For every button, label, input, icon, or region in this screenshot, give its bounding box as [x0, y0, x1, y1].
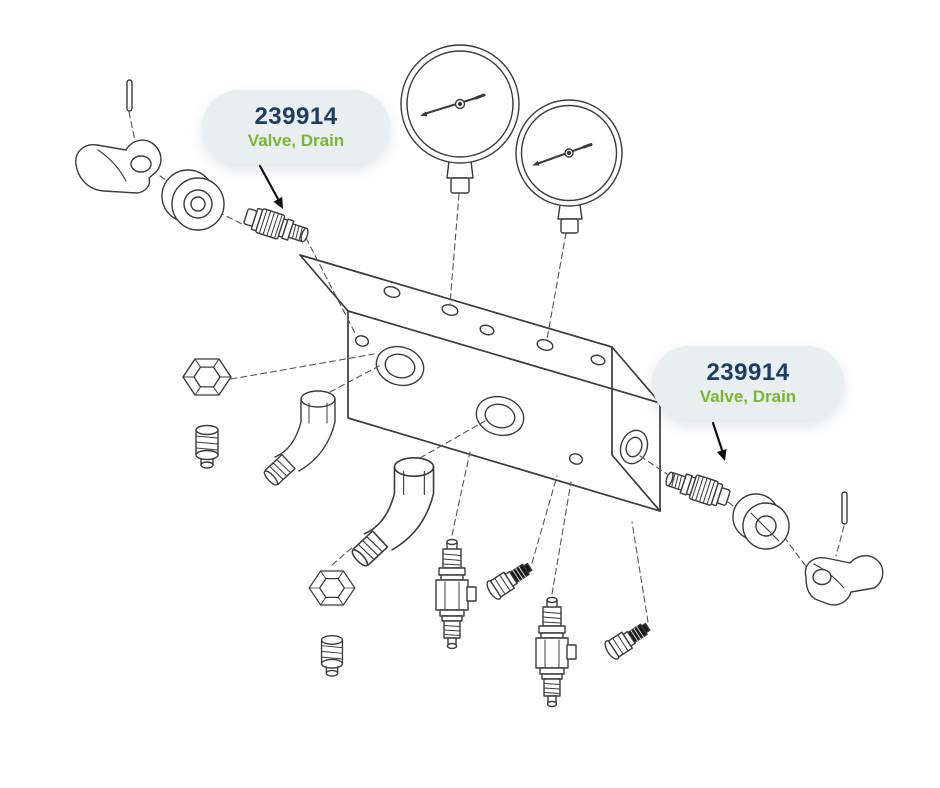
handle-pin-right: [841, 491, 848, 525]
gauge-needle: [423, 97, 477, 115]
callout-arrows: [258, 164, 727, 461]
top-port-hole: [590, 354, 606, 366]
callout-arrow-left: [258, 164, 280, 201]
part-name: Valve, Drain: [247, 130, 345, 150]
pressure-gauge-right: [515, 99, 623, 234]
manifold-block: [299, 254, 661, 512]
top-port-hole: [536, 339, 554, 351]
front-port-2: [475, 395, 525, 437]
callout-arrow-right: [711, 421, 724, 452]
drain-valve-right: [662, 465, 733, 511]
pressure-gauge-left: [400, 44, 520, 194]
valve-handle-right: [804, 555, 884, 606]
handle-pin-left: [126, 79, 133, 112]
front-small-hole: [568, 453, 584, 465]
small-fitting-1: [483, 557, 537, 602]
part-callout-right[interactable]: 239914 Valve, Drain: [652, 346, 844, 420]
gauge-needle: [537, 146, 585, 165]
check-valve-1: [435, 538, 477, 650]
hex-plug-lower: [308, 570, 356, 606]
check-valve-2: [535, 596, 577, 708]
front-small-hole: [354, 335, 370, 347]
thread-stub-upper: [195, 424, 219, 469]
top-port-hole: [441, 304, 459, 316]
end-port: [619, 429, 649, 465]
front-port-1: [375, 345, 425, 387]
hex-plug-upper: [182, 358, 232, 396]
top-port-hole: [383, 286, 401, 298]
part-callout-left[interactable]: 239914 Valve, Drain: [202, 90, 390, 164]
part-number: 239914: [254, 103, 338, 131]
thread-stub-lower: [320, 635, 344, 677]
valve-cap-left: [161, 169, 225, 231]
small-fitting-2: [601, 617, 655, 662]
elbow-fitting-2: [348, 456, 435, 570]
elbow-fitting-1: [261, 390, 336, 488]
part-name: Valve, Drain: [699, 386, 797, 406]
drain-valve-left: [241, 203, 312, 249]
valve-handle-left: [75, 139, 162, 194]
valve-cap-right: [732, 493, 790, 550]
part-number: 239914: [706, 359, 790, 387]
top-port-hole: [479, 324, 495, 336]
